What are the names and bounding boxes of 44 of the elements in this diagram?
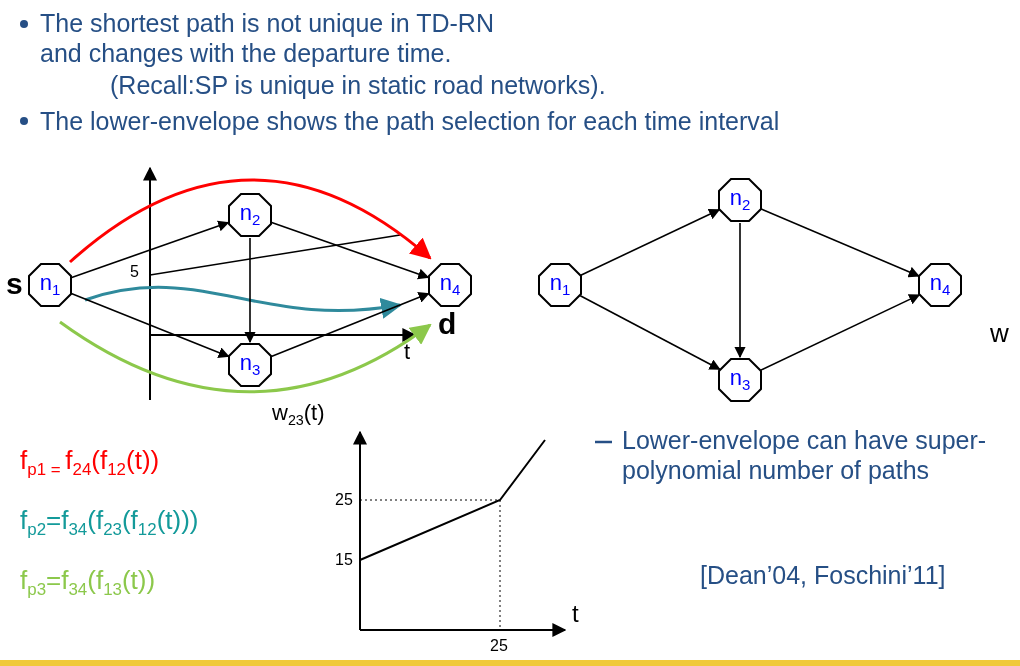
node-label: n$_{1}$ bbox=[549, 272, 571, 298]
citation-text: [Dean’04, Foschini’11] bbox=[700, 560, 946, 590]
tick-label: 15 bbox=[335, 550, 353, 570]
node-caption: s bbox=[6, 269, 23, 299]
axis-label: w$_{23}$(t) bbox=[272, 400, 325, 430]
node-label: n$_{3}$ bbox=[729, 367, 751, 393]
tick-label: 25 bbox=[490, 636, 508, 656]
node-label: n$_{4}$ bbox=[439, 272, 461, 298]
axis-label: t bbox=[404, 339, 411, 366]
arrow bbox=[760, 294, 921, 371]
node-label: n$_{4}$ bbox=[929, 272, 951, 298]
node-label: n$_{1}$ bbox=[39, 272, 61, 298]
axis-label: w bbox=[990, 318, 1009, 350]
bullet-text: The lower-envelope shows the path selection for each time interval bbox=[40, 106, 781, 136]
node-caption: d bbox=[438, 309, 457, 339]
octagon-node bbox=[428, 263, 472, 307]
bullet-text: The shortest path is not unique in TD-RN and changes with the departure time. bbox=[40, 8, 495, 68]
octagon-node bbox=[718, 178, 762, 222]
octagon-node bbox=[228, 193, 272, 237]
octagon-node bbox=[228, 343, 272, 387]
arrow bbox=[244, 237, 256, 344]
axis-label: t bbox=[572, 600, 579, 629]
formula: f$_{p3}$=f$_{34}$(f$_{13}$(t)) bbox=[20, 565, 156, 601]
arrow bbox=[270, 221, 430, 280]
tick-label: 5 bbox=[130, 262, 139, 282]
octagon-node bbox=[538, 263, 582, 307]
octagon-node bbox=[28, 263, 72, 307]
node-label: n$_{2}$ bbox=[239, 202, 261, 228]
formula: f$_{p1 =}$ f$_{24}$(f$_{12}$(t)) bbox=[20, 445, 160, 481]
tick-label: 25 bbox=[335, 490, 353, 510]
arrow bbox=[579, 294, 721, 371]
arrow bbox=[270, 292, 430, 358]
node-label: n$_{3}$ bbox=[239, 352, 261, 378]
arrow bbox=[734, 222, 746, 359]
node-label: n$_{2}$ bbox=[729, 187, 751, 213]
bullet-text: Lower-envelope can have super-polynomial number of paths bbox=[622, 425, 988, 485]
formula: f$_{p2}$=f$_{34}$(f$_{23}$(f$_{12}$(t))) bbox=[20, 505, 199, 541]
octagon-node bbox=[918, 263, 962, 307]
octagon-node bbox=[718, 358, 762, 402]
bullet-text: (Recall:SP is unique in static road networks). bbox=[110, 70, 606, 100]
arrow bbox=[70, 220, 230, 279]
arrow bbox=[760, 208, 920, 278]
arrow bbox=[580, 209, 721, 276]
arrow bbox=[70, 292, 230, 358]
